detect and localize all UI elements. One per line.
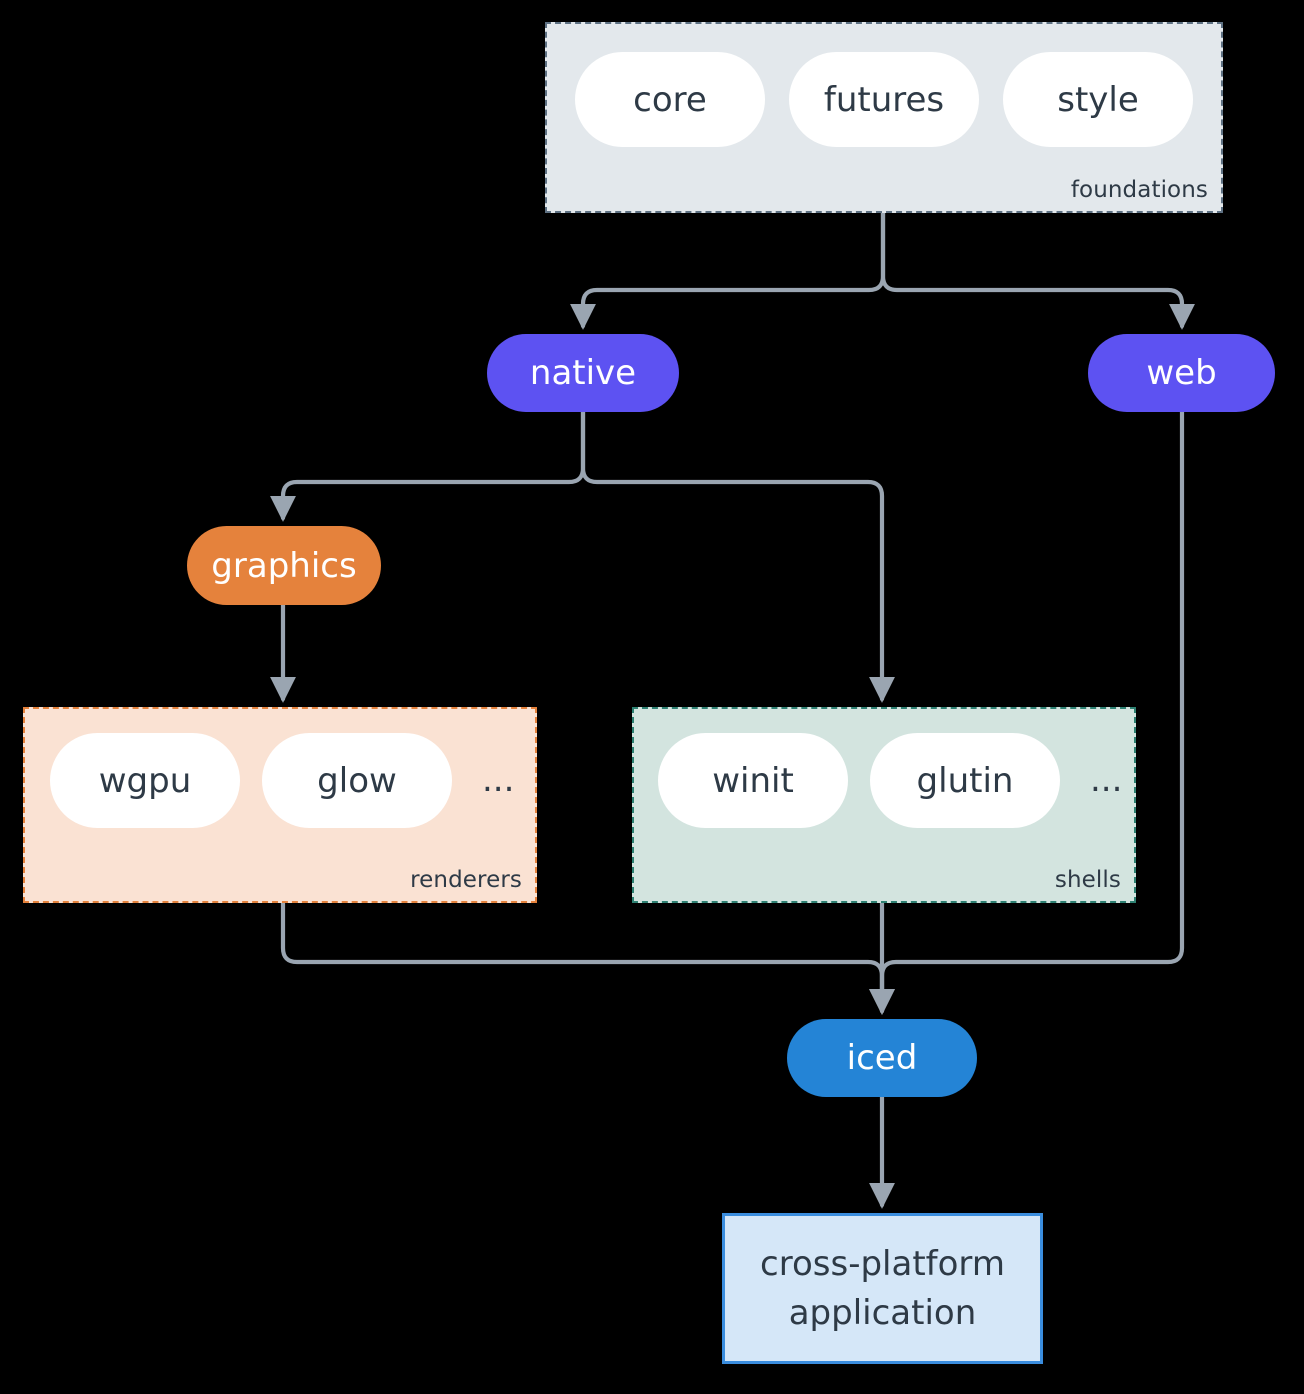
node-glutin[interactable]: glutin	[870, 733, 1060, 828]
edge-renderers-to-iced	[280, 900, 896, 1015]
cluster-label-shells: shells	[1054, 867, 1121, 893]
node-glow[interactable]: glow	[262, 733, 452, 828]
cluster-shells: winit glutin ... shells	[632, 707, 1136, 903]
node-graphics[interactable]: graphics	[187, 526, 381, 605]
foundations-pill-row: core futures style	[575, 52, 1193, 147]
application-label-line2: application	[788, 1292, 977, 1333]
node-core[interactable]: core	[575, 52, 765, 147]
renderers-pill-row: wgpu glow ...	[50, 733, 522, 828]
cluster-label-renderers: renderers	[410, 867, 522, 893]
node-winit[interactable]: winit	[658, 733, 848, 828]
edge-native-to-shells	[580, 409, 896, 703]
shells-more-indicator: ...	[1090, 760, 1123, 800]
edge-foundations-to-native	[569, 210, 886, 330]
shells-pill-row: winit glutin ...	[658, 733, 1130, 828]
edge-foundations-to-web	[880, 210, 1196, 330]
application-label-line1: cross-platform	[760, 1244, 1005, 1285]
node-wgpu[interactable]: wgpu	[50, 733, 240, 828]
edge-native-to-graphics	[269, 409, 586, 522]
node-futures[interactable]: futures	[789, 52, 979, 147]
node-native[interactable]: native	[487, 334, 679, 412]
node-iced[interactable]: iced	[787, 1019, 977, 1097]
node-cross-platform-application[interactable]: cross-platform application	[722, 1213, 1043, 1364]
cluster-renderers: wgpu glow ... renderers	[23, 707, 537, 903]
cluster-foundations: core futures style foundations	[545, 22, 1223, 213]
node-style[interactable]: style	[1003, 52, 1193, 147]
renderers-more-indicator: ...	[482, 760, 515, 800]
node-web[interactable]: web	[1088, 334, 1275, 412]
cluster-label-foundations: foundations	[1070, 177, 1208, 203]
